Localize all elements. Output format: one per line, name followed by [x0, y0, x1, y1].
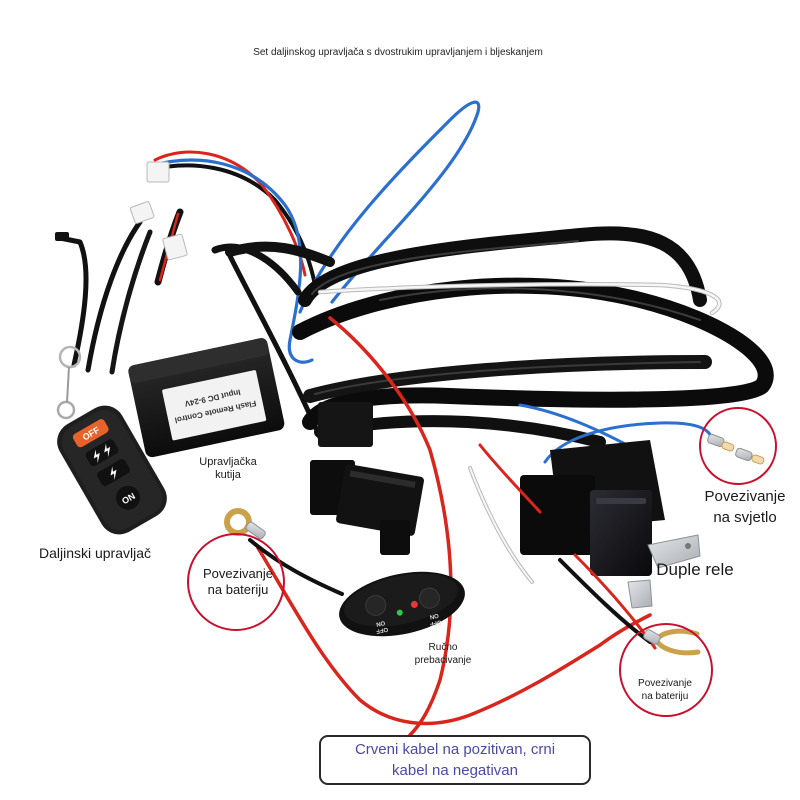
label-manual-switch-line2: prebacivanje	[415, 655, 472, 666]
dual-relays	[520, 440, 701, 609]
wiring-note: Crveni kabel na pozitivan, crni kabel na…	[319, 735, 591, 785]
label-battery-right-line1: Povezivanje	[638, 678, 692, 689]
switch-button-right	[418, 587, 440, 609]
blue-wire-light	[543, 421, 714, 464]
manual-switch: OFF ON OFF ON	[339, 571, 465, 637]
note-line2: kabel na negativan	[392, 762, 518, 779]
switch-right-label-1: OFF	[429, 618, 442, 626]
switch-button-left	[365, 594, 387, 616]
switch-left-label-2: ON	[375, 619, 385, 627]
key-ring	[56, 345, 82, 420]
note-line1: Crveni kabel na pozitivan, crni	[355, 741, 555, 758]
caption-text: Set daljinskog upravljača s dvostrukim u…	[253, 47, 543, 58]
label-control-box-line1: Upravljačka	[199, 456, 257, 468]
circle-battery-left	[187, 533, 285, 631]
black-harness	[225, 226, 774, 448]
top-connectors	[129, 161, 188, 261]
label-battery-left-line1: Povezivanje	[203, 566, 273, 581]
label-light-line1: Povezivanje	[705, 488, 786, 505]
wire-sleeve	[55, 232, 69, 241]
control-box-label	[162, 370, 267, 441]
label-battery-left-line2: na bateriju	[208, 582, 269, 597]
switch-left-label-1: OFF	[375, 626, 388, 634]
flash-icon	[97, 459, 130, 487]
note-box	[319, 735, 591, 785]
light-connectors	[707, 433, 765, 465]
circle-battery-right	[619, 623, 713, 717]
led-red	[410, 600, 418, 608]
switch-right-label-2: ON	[429, 612, 439, 620]
label-relay: Duple rele	[656, 560, 734, 579]
double-flash-icon	[85, 439, 119, 467]
control-box: Flash Remote Control Input DC 9-24V	[128, 338, 285, 458]
white-wires	[317, 282, 722, 584]
remote-off-button	[72, 419, 109, 448]
fuse-holders	[310, 402, 424, 555]
label-control-box-line2: kutija	[215, 469, 242, 481]
circle-light	[699, 407, 777, 485]
annotation-circles	[187, 407, 777, 717]
ring-terminal	[224, 508, 266, 540]
black-wires-front	[248, 538, 652, 644]
fork-terminal	[643, 628, 701, 656]
label-manual-switch-line1: Ručno	[429, 642, 458, 653]
remote-on-button	[116, 485, 140, 510]
remote-control: OFF ON	[57, 405, 167, 535]
label-battery-right-line2: na bateriju	[642, 691, 689, 702]
label-remote: Daljinski upravljač	[39, 545, 151, 561]
led-green	[396, 609, 403, 616]
label-light-line2: na svjetlo	[713, 509, 776, 526]
